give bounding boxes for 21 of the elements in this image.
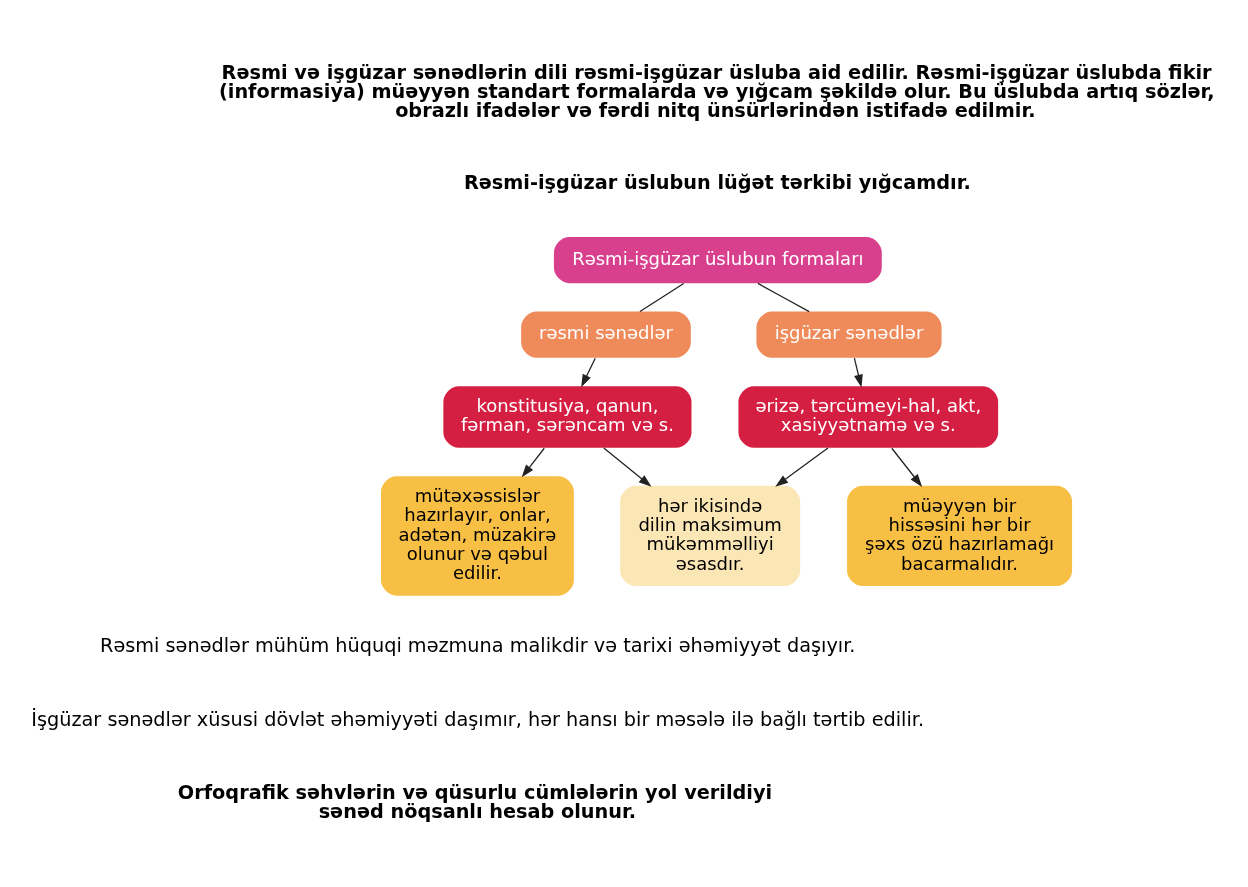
node-box: rəsmi sənədlər [521, 311, 691, 358]
arrow [581, 357, 596, 387]
arrow [521, 447, 545, 477]
arrow [775, 446, 829, 487]
node-box: konstitusiya, qanun, fərman, sərəncam və s. [443, 385, 692, 448]
node-box: işgüzar sənədlər [756, 311, 942, 358]
node-box: ərizə, tərcümeyi-hal, akt, xasiyyətnamə və s. [738, 385, 999, 448]
label: Orfoqrafik səhvlərin və qüsurlu cümlələrin yol verildiyi sənəd nöqsanlı hesab olunur. [177, 780, 773, 823]
label: Rəsmi-işgüzar üslubun lüğət tərkibi yığcamdır. [463, 170, 971, 194]
connector [757, 282, 810, 312]
node-box: müəyyən bir hissəsini hər bir şəxs özü hazırlamağı bacarmalıdır. [847, 485, 1073, 586]
arrow [603, 446, 652, 487]
arrow [891, 447, 923, 487]
label: Rəsmi sənədlər mühüm hüquqi məzmuna malikdir və tarixi əhəmiyyət daşıyır. [100, 633, 856, 657]
connector [639, 282, 685, 312]
node-box: mütəxəssislər hazırlayır, onlar, adətən, müzakirə olunur və qəbul edilir. [381, 475, 574, 596]
arrow [853, 357, 863, 387]
label: İşgüzar sənədlər xüsusi dövlət əhəmiyyəti daşımır, hər hansı bir məsələ ilə bağlı tərtib edilir. [31, 707, 925, 731]
label: Rəsmi və işgüzar sənədlərin dili rəsmi-işgüzar üsluba aid edilir. Rəsmi-işgüzar üslubda fikir (informasiya) müəyyən standart formalarda və yığcam şəkildə olur. Bu üslubda artıq sözlər, obrazlı ifadələr və fərdi nitq ünsürlərindən istifadə edilmir. [219, 60, 1215, 122]
node-box: Rəsmi-işgüzar üslubun formaları [553, 236, 882, 283]
node-box: hər ikisində dilin maksimum mükəmməlliyi əsasdır. [620, 485, 801, 586]
